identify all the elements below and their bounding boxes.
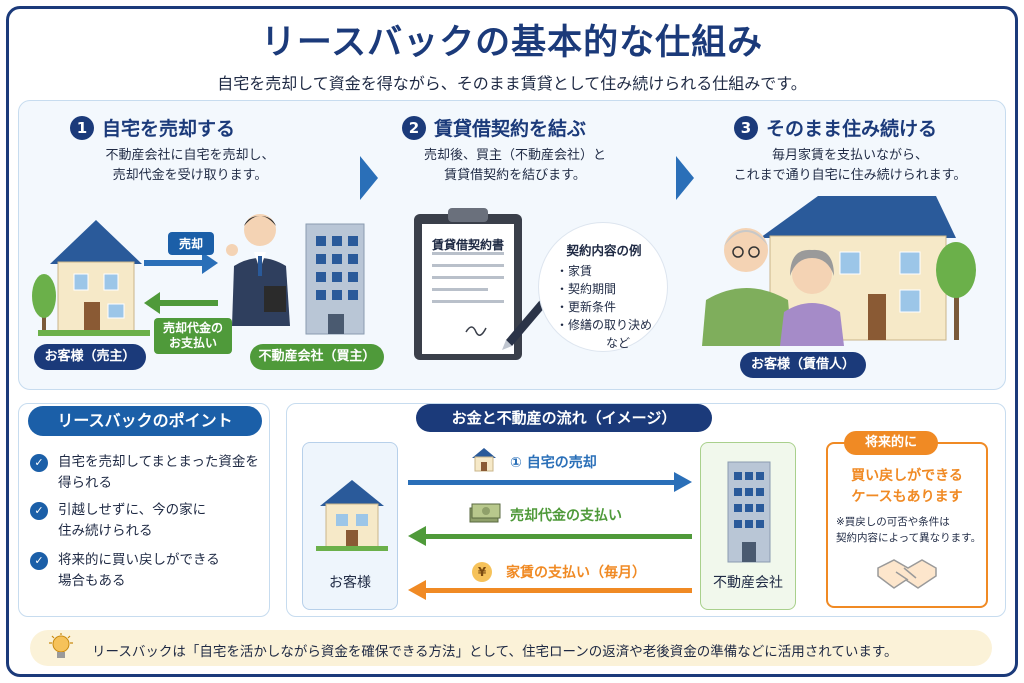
check-icon: ✓ bbox=[30, 502, 48, 520]
flow-customer-house-icon bbox=[316, 480, 388, 551]
future-headline-line1: 買い戻しができる bbox=[851, 468, 963, 484]
step-2-desc-line1: 売却後、買主（不動産会社）と bbox=[423, 148, 606, 163]
lightbulb-icon bbox=[49, 633, 73, 658]
customer-seller-label: お客様（売主） bbox=[34, 344, 146, 370]
point-2-line1: 引越しせずに、今の家に bbox=[58, 502, 207, 518]
future-note-line1: ※買戻しの可否や条件は bbox=[836, 516, 950, 528]
step-1-desc-line1: 不動産会社に自宅を売却し、 bbox=[105, 148, 275, 163]
contract-examples-title: 契約内容の例 bbox=[566, 243, 642, 258]
point-1-line2: 得られる bbox=[58, 475, 112, 491]
step-1-heading: 1 自宅を売却する bbox=[70, 114, 235, 141]
point-3-line1: 将来的に買い戻しができる bbox=[58, 552, 220, 568]
step-2-description: 売却後、買主（不動産会社）と 賃貸借契約を結びます。 bbox=[370, 146, 660, 186]
step-chevron-1-icon bbox=[360, 156, 378, 200]
step-3-heading: 3 そのまま住み続ける bbox=[734, 114, 937, 141]
contract-examples-etc: など bbox=[606, 336, 631, 350]
flow-arrows bbox=[408, 472, 692, 600]
tree-icon bbox=[936, 242, 976, 340]
step-2-desc-line2: 賃貸借契約を結びます。 bbox=[444, 168, 586, 183]
future-tag: 将来的に bbox=[844, 431, 938, 455]
footer-note-bar bbox=[30, 630, 992, 666]
sale-arrow-icon bbox=[144, 252, 218, 274]
pen-icon bbox=[502, 300, 546, 350]
step-3-number: 3 bbox=[734, 115, 758, 140]
step-chevron-2-icon bbox=[676, 156, 694, 200]
contract-example-repairs: ・修繕の取り決め bbox=[556, 318, 653, 332]
sale-flow-arrow-icon bbox=[408, 472, 692, 492]
payment-arrow-icon bbox=[144, 292, 218, 314]
step-2-heading: 2 賃貸借契約を結ぶ bbox=[402, 114, 586, 141]
check-icon: ✓ bbox=[30, 454, 48, 472]
payment-tag: 売却代金の お支払い bbox=[154, 318, 232, 354]
payment-flow-label: 売却代金の支払い bbox=[510, 508, 622, 524]
future-note: ※買戻しの可否や条件は 契約内容によって異なります。 bbox=[836, 514, 986, 546]
point-item: ✓ 引越しせずに、今の家に住み続けられる bbox=[30, 500, 206, 542]
elderly-man-icon bbox=[702, 228, 792, 346]
lease-contract-title: 賃貸借契約書 bbox=[431, 238, 504, 252]
sale-tag: 売却 bbox=[168, 232, 214, 255]
step-3-title: そのまま住み続ける bbox=[766, 118, 938, 140]
step-3-description: 毎月家賃を支払いながら、 これまで通り自宅に住み続けられます。 bbox=[700, 146, 1000, 186]
page-title: リースバックの基本的な仕組み bbox=[260, 23, 764, 63]
flow-title: お金と不動産の流れ（イメージ） bbox=[416, 404, 712, 432]
yen-coin-icon: ¥ bbox=[472, 562, 492, 582]
step-1-number: 1 bbox=[70, 115, 94, 140]
step-3-illustration bbox=[702, 196, 976, 346]
house-small-icon bbox=[472, 448, 496, 472]
points-title: リースバックのポイント bbox=[28, 406, 262, 436]
step-1-title: 自宅を売却する bbox=[102, 118, 236, 140]
step-2-title: 賃貸借契約を結ぶ bbox=[434, 118, 587, 140]
point-item: ✓ 自宅を売却してまとまった資金を得られる bbox=[30, 452, 259, 494]
payment-tag-line1: 売却代金の bbox=[162, 321, 223, 335]
contract-example-rent: ・家賃 bbox=[556, 264, 593, 278]
step-1-illustration bbox=[32, 214, 365, 336]
step-1-description: 不動産会社に自宅を売却し、 売却代金を受け取ります。 bbox=[40, 146, 340, 186]
point-2-line2: 住み続けられる bbox=[58, 523, 153, 539]
flow-customer-label: お客様 bbox=[329, 575, 371, 591]
company-buyer-label: 不動産会社（買主） bbox=[250, 344, 384, 370]
future-headline: 買い戻しができる ケースもあります bbox=[826, 466, 988, 508]
clipboard-icon bbox=[414, 208, 522, 360]
office-building-icon bbox=[305, 223, 365, 335]
point-item: ✓ 将来的に買い戻しができる場合もある bbox=[30, 550, 220, 592]
elderly-woman-icon bbox=[780, 249, 844, 346]
page-subtitle: 自宅を売却して資金を得ながら、そのまま賃貸として住み続けられる仕組みです。 bbox=[217, 74, 807, 93]
step-2-illustration bbox=[414, 208, 546, 360]
step-1-desc-line2: 売却代金を受け取ります。 bbox=[112, 168, 268, 183]
points-panel bbox=[18, 403, 270, 617]
contract-example-term: ・契約期間 bbox=[556, 282, 617, 296]
flow-company-label: 不動産会社 bbox=[713, 575, 783, 591]
future-headline-line2: ケースもあります bbox=[851, 489, 963, 505]
rent-flow-label: 家賃の支払い（毎月） bbox=[506, 565, 646, 581]
flow-office-building-icon bbox=[727, 461, 771, 563]
step-3-desc-line2: これまで通り自宅に住み続けられます。 bbox=[733, 168, 967, 183]
handshake-icon bbox=[877, 559, 937, 589]
step-2-number: 2 bbox=[402, 115, 426, 140]
payment-flow-arrow-icon bbox=[408, 526, 692, 546]
check-icon: ✓ bbox=[30, 552, 48, 570]
future-note-line2: 契約内容によって異なります。 bbox=[836, 532, 982, 544]
contract-examples-circle bbox=[538, 222, 668, 352]
footer-note-text: リースバックは「自宅を活かしながら資金を確保できる方法」として、住宅ローンの返済… bbox=[92, 644, 898, 660]
contract-examples-list: ・家賃 ・契約期間 ・更新条件 ・修繕の取り決め など bbox=[556, 262, 652, 352]
realtor-person-icon bbox=[226, 214, 290, 326]
point-3-line2: 場合もある bbox=[58, 573, 126, 589]
cash-bundle-icon bbox=[469, 503, 501, 523]
contract-example-renewal: ・更新条件 bbox=[556, 300, 617, 314]
sale-flow-label: ① 自宅の売却 bbox=[510, 455, 597, 471]
tree-icon bbox=[32, 274, 56, 330]
step-3-desc-line1: 毎月家賃を支払いながら、 bbox=[771, 148, 928, 163]
point-1-line1: 自宅を売却してまとまった資金を bbox=[58, 454, 259, 470]
payment-tag-line2: お支払い bbox=[168, 336, 217, 350]
customer-tenant-label: お客様（賃借人） bbox=[740, 352, 866, 378]
rent-flow-arrow-icon bbox=[408, 580, 692, 600]
customer-house-icon bbox=[50, 220, 142, 333]
